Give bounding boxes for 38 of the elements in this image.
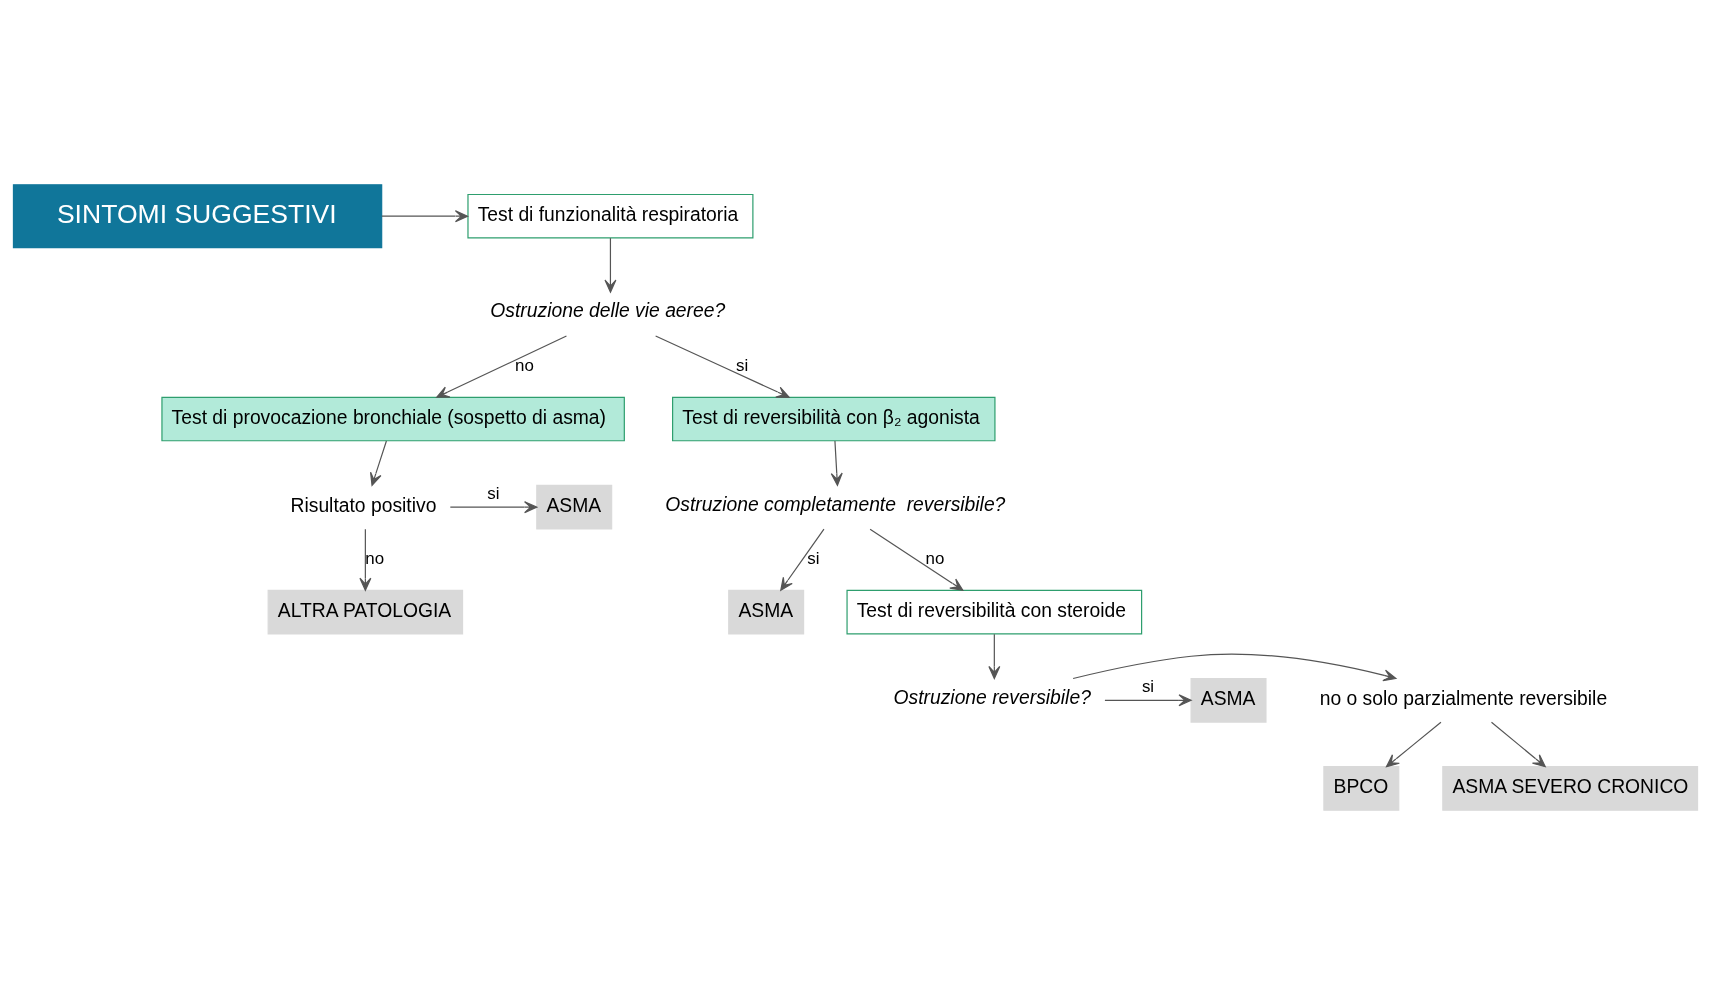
arrow xyxy=(449,501,538,514)
node-text: no o solo parzialmente reversibile xyxy=(1319,687,1608,709)
edge-label: si xyxy=(487,483,500,503)
node-box: Test di reversibilità con steroide xyxy=(846,589,1143,635)
arrow xyxy=(1104,694,1192,707)
node-box: Test di funzionalità respiratoria xyxy=(467,193,754,239)
arrow xyxy=(869,528,964,591)
arrow xyxy=(1490,721,1546,768)
arrow xyxy=(359,528,372,591)
arrow xyxy=(780,528,825,591)
node-box: ASMA xyxy=(1190,677,1267,723)
edge-label: si xyxy=(1141,677,1155,697)
edge-label: no xyxy=(515,355,534,375)
arrow xyxy=(1385,721,1442,768)
arrow xyxy=(988,633,1001,680)
node-text: Ostruzione completamente reversibile? xyxy=(665,493,1006,515)
arrow xyxy=(369,440,387,486)
arrow xyxy=(436,335,568,398)
edge-label: si xyxy=(735,355,749,375)
edge-label: si xyxy=(807,549,820,569)
node-text: Ostruzione reversibile? xyxy=(893,686,1091,708)
node-box: BPCO xyxy=(1323,766,1400,811)
node-text: Ostruzione delle vie aeree? xyxy=(490,300,726,322)
node-box: ALTRA PATOLOGIA xyxy=(267,589,464,635)
edge-label: no xyxy=(925,549,945,569)
arrow xyxy=(1072,653,1397,682)
node-box: ASMA SEVERO CRONICO xyxy=(1442,766,1699,811)
node-box: ASMA xyxy=(728,589,805,635)
edge-label: no xyxy=(365,549,385,569)
node-box: Test di reversibilità con β₂ agonista xyxy=(672,396,996,442)
arrow xyxy=(604,237,617,293)
node-box: Test di provocazione bronchiale (sospetto di asma) xyxy=(161,396,625,442)
arrow xyxy=(830,440,843,486)
node-box: ASMA xyxy=(536,484,613,530)
arrow xyxy=(381,210,469,223)
arrow xyxy=(655,335,790,398)
node-text: Risultato positivo xyxy=(290,494,437,516)
node-box: SINTOMI SUGGESTIVI xyxy=(12,184,383,249)
